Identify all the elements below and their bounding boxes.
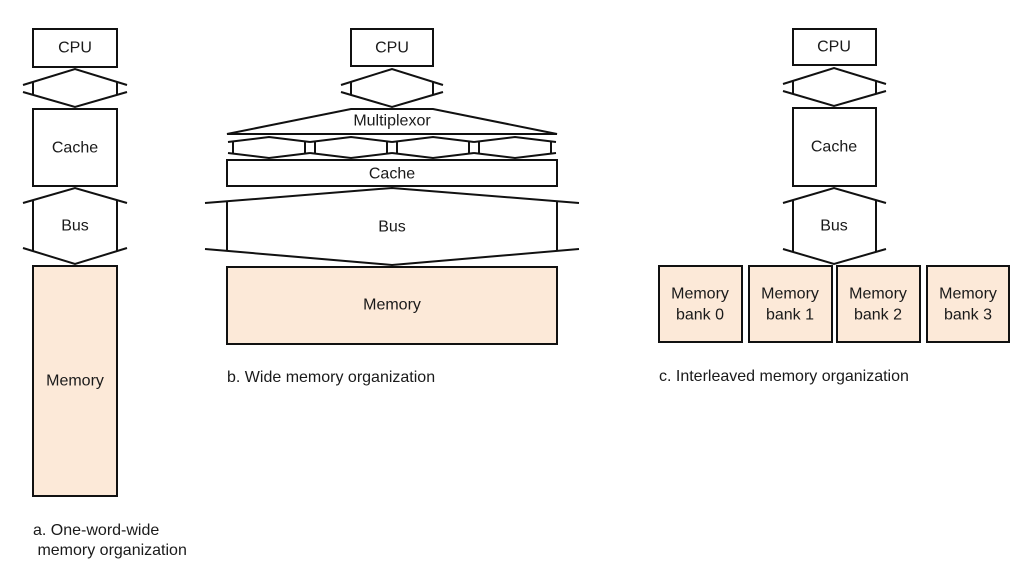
panel-c-interleaved-memory: CPU Cache Bus Memory bank 0 Memory b: [658, 28, 1010, 385]
panel-a-bus-arrow: Bus: [22, 186, 128, 266]
panel-b-link-arrow-0: [227, 135, 311, 160]
panel-b-caption: b. Wide memory organization: [227, 369, 435, 386]
panel-b-cpu-label: CPU: [375, 40, 409, 57]
panel-b-bus-label: Bus: [378, 219, 406, 236]
panel-c-cache-box: Cache: [792, 107, 877, 187]
panel-c-cpu-label: CPU: [817, 39, 851, 56]
panel-c-bus-label: Bus: [820, 218, 848, 235]
panel-c-memory-bank-2: Memory bank 2: [836, 265, 921, 343]
panel-c-cache-label: Cache: [811, 139, 857, 156]
panel-a-cache-label: Cache: [52, 140, 98, 157]
bank-0-line2: bank 0: [676, 307, 724, 324]
bank-1-line1: Memory: [761, 286, 819, 303]
bank-1-line2: bank 1: [766, 307, 814, 324]
panel-b-multiplexor: Multiplexor: [226, 108, 558, 135]
bank-2-line1: Memory: [849, 286, 907, 303]
panel-a-bus-label: Bus: [61, 218, 89, 235]
bank-0-line1: Memory: [671, 286, 729, 303]
panel-b-memory-label: Memory: [363, 297, 421, 314]
panel-c-memory-bank-1: Memory bank 1: [748, 265, 833, 343]
panel-b-multiplexor-label: Multiplexor: [353, 113, 431, 130]
panel-c-bus-arrow: Bus: [782, 186, 887, 266]
panel-a-caption-line1: a. One-word-wide: [33, 522, 159, 539]
panel-b-cache-label: Cache: [369, 166, 415, 183]
bank-2-line2: bank 2: [854, 307, 902, 324]
bank-3-line2: bank 3: [944, 307, 992, 324]
panel-a-cpu-box: CPU: [32, 28, 118, 68]
panel-b-link-arrow-2: [391, 135, 475, 160]
panel-b-cache-box: Cache: [226, 159, 558, 187]
panel-b-memory-box: Memory: [226, 266, 558, 345]
panel-b-cpu-mux-link-arrow: [340, 67, 444, 109]
panel-a-cpu-label: CPU: [58, 40, 92, 57]
panel-a-memory-label: Memory: [46, 373, 104, 390]
panel-c-cpu-box: CPU: [792, 28, 877, 66]
panel-a-cpu-cache-link-arrow: [22, 67, 128, 109]
panel-a-one-word-wide: CPU Cache Bus Memory a. One-word-wide me…: [22, 28, 187, 559]
bank-3-line1: Memory: [939, 286, 997, 303]
panel-c-caption: c. Interleaved memory organization: [659, 368, 909, 385]
panel-b-bus-arrow: Bus: [204, 186, 580, 267]
panel-b-link-arrow-1: [309, 135, 393, 160]
panel-a-cache-box: Cache: [32, 108, 118, 187]
panel-a-memory-box: Memory: [32, 265, 118, 497]
panel-b-cpu-box: CPU: [350, 28, 434, 67]
panel-a-caption-line2: memory organization: [33, 542, 187, 559]
panel-c-memory-bank-3: Memory bank 3: [926, 265, 1010, 343]
panel-b-link-arrow-3: [473, 135, 557, 160]
panel-b-wide-memory: CPU Multiplexor Cache Bus Memory b.: [204, 28, 580, 386]
panel-b-mux-cache-links: [227, 135, 557, 160]
panel-c-memory-bank-0: Memory bank 0: [658, 265, 743, 343]
panel-c-cpu-cache-link-arrow: [782, 66, 887, 108]
